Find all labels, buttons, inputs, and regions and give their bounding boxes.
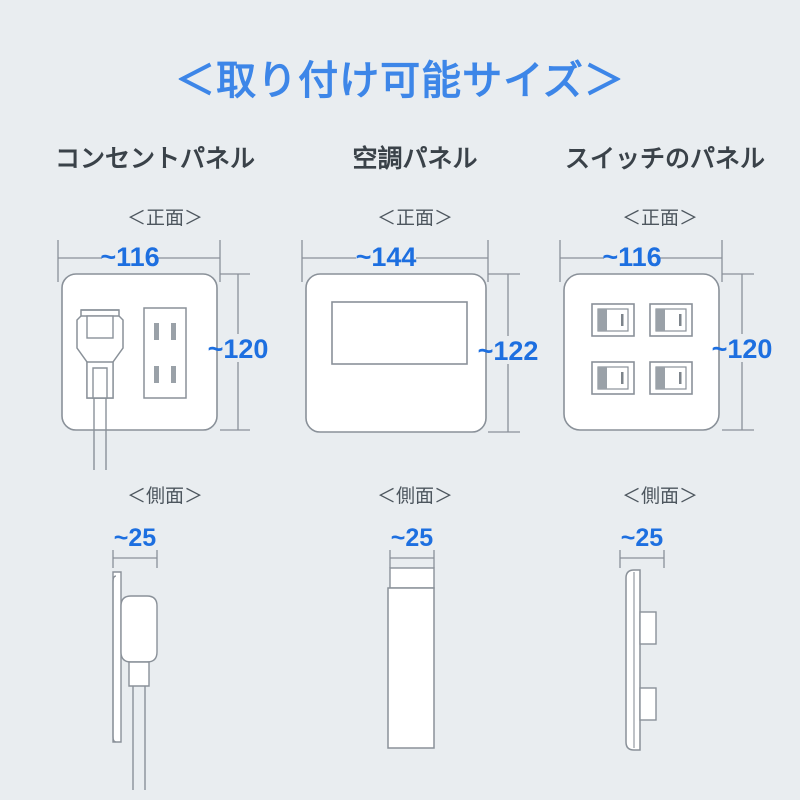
ac-panel-side-drawing: ~25 bbox=[290, 510, 540, 790]
column-header-ac-panel: 空調パネル bbox=[352, 145, 478, 173]
front-view-label-outlet: ＜正面＞ bbox=[126, 208, 203, 229]
column-header-switch-panel: スイッチのパネル bbox=[564, 145, 765, 173]
outlet-width-dimension: ~116 bbox=[100, 242, 159, 272]
outlet-panel-side-drawing: ~25 bbox=[40, 510, 300, 790]
ac-depth-dimension: ~25 bbox=[391, 524, 434, 552]
outlet-depth-dimension: ~25 bbox=[114, 524, 157, 552]
outlet-panel-front-drawing: ~116 ~120 bbox=[40, 230, 300, 470]
switch-panel-front-drawing: ~116 ~120 bbox=[530, 230, 800, 470]
side-view-label-switch: ＜側面＞ bbox=[621, 486, 698, 507]
switch-panel-side-drawing: ~25 bbox=[530, 510, 800, 790]
side-view-label-outlet: ＜側面＞ bbox=[126, 486, 203, 507]
front-view-label-switch: ＜正面＞ bbox=[621, 208, 698, 229]
switch-width-dimension: ~116 bbox=[602, 242, 661, 272]
ac-panel-front-drawing: ~144 ~122 bbox=[290, 230, 540, 470]
outlet-height-dimension: ~120 bbox=[208, 334, 269, 364]
ac-width-dimension: ~144 bbox=[356, 242, 417, 272]
front-view-label-ac: ＜正面＞ bbox=[376, 208, 453, 229]
column-header-outlet-panel: コンセントパネル bbox=[54, 145, 255, 173]
side-view-label-ac: ＜側面＞ bbox=[376, 486, 453, 507]
ac-height-dimension: ~122 bbox=[478, 336, 539, 366]
switch-height-dimension: ~120 bbox=[712, 334, 773, 364]
switch-depth-dimension: ~25 bbox=[621, 524, 664, 552]
page-title: ＜取り付け可能サイズ＞ bbox=[175, 59, 625, 103]
